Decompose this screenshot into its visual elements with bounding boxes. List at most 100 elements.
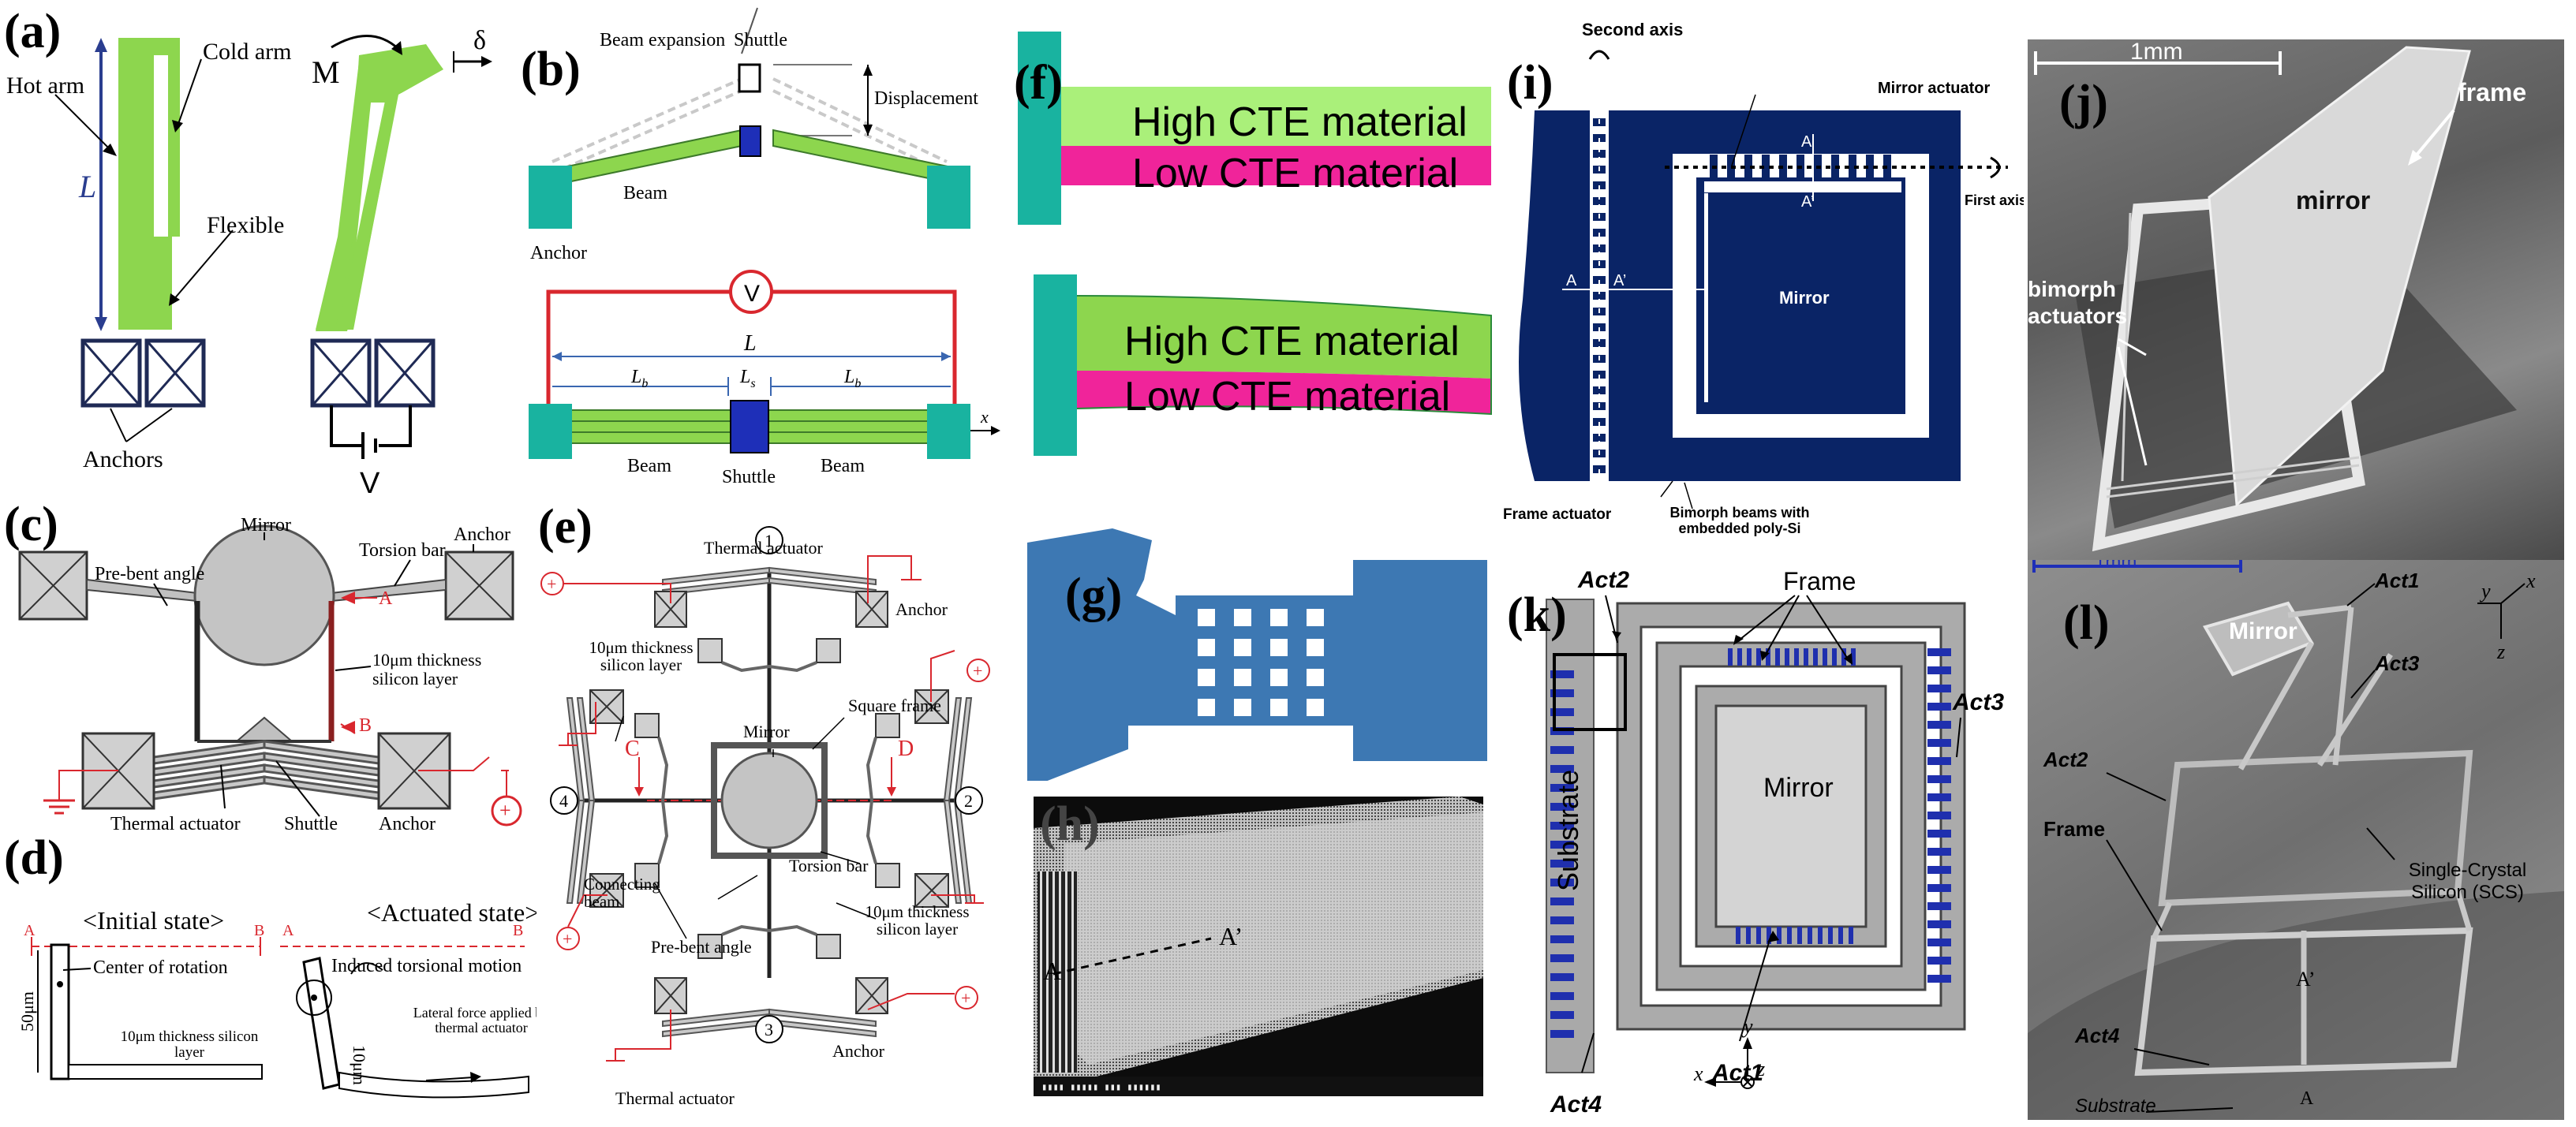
act1-stripe [1808, 927, 1812, 944]
panel-b-letter: (b) [521, 43, 581, 96]
bimorph-actuators-j [2106, 212, 2360, 498]
panel-j-photo: (j) 1mm frame mirror bimorph actuators [2028, 39, 2564, 560]
panel-l-photo: (l) 1mm Act1 Mirror Act3 Act2 Frame Sing… [2028, 560, 2564, 1120]
label-high-cte-2: High CTE material [1124, 319, 1460, 364]
act2-stripe [1737, 648, 1742, 666]
anchor-left [80, 338, 142, 408]
high-cte-layer-bent [1077, 296, 1491, 379]
label-mirror: Mirror [241, 515, 291, 536]
mirror-actuator-cell [1762, 155, 1770, 180]
label-plus: + [499, 799, 511, 822]
label-beam: Beam [623, 183, 667, 203]
label-second-axis: Second axis [1582, 20, 1683, 39]
act4-stripe [1550, 879, 1574, 886]
anchor-right-2 [374, 338, 436, 408]
panel-i-diagram: (i) Second axis Mirror actuator First ax… [1503, 20, 2024, 536]
act2-stripe [1775, 648, 1780, 666]
inner-anchors [634, 638, 900, 959]
anchor-left [18, 550, 88, 621]
left-block [1027, 528, 1176, 781]
label-thermal-actuator: Thermal actuator [110, 814, 241, 834]
label-shuttle: Shuttle [284, 814, 338, 834]
act3-stripe [1927, 812, 1951, 819]
label-low-cte: Low CTE material [1132, 151, 1458, 196]
circuit-wire [330, 405, 361, 447]
panel-a: (a) Cold arm Hot arm L Flexible Anchors … [0, 0, 505, 505]
label-initial-state: <Initial state> [83, 906, 224, 935]
label-anchor-top: Anchor [454, 524, 510, 545]
label-induced-motion: Induced torsional motion [331, 956, 522, 976]
label-ls: Ls [739, 367, 756, 390]
act3-stripe [1927, 902, 1951, 910]
grid-hole [1234, 609, 1251, 626]
high-cte-layer-flat [1061, 87, 1491, 146]
label-bimorph-j: bimorph actuators [2028, 277, 2128, 328]
panel-c-letter: (c) [4, 505, 58, 551]
label-silicon-layer: 10μm thickness silicon layer [372, 651, 482, 689]
label-beam-right: Beam [821, 456, 865, 476]
label-first-axis: First axis [1965, 192, 2024, 208]
act1-stripe [1787, 927, 1792, 944]
panel-e-diagram: (e) Thermal actuator Anchor 10μm thickne… [538, 505, 990, 1108]
act2-stripe [1823, 648, 1827, 666]
act3-stripe [1927, 757, 1951, 765]
act4-stripe [1550, 860, 1574, 868]
label-a-prime-left-i: A’ [1613, 272, 1626, 289]
panel-c-diagram: (c) Mirror Anchor Pre-bent angle Torsion… [4, 505, 522, 834]
label-lateral-force: Lateral force applied by thermal actuato… [413, 1006, 537, 1036]
act2-stripe [1832, 648, 1837, 666]
act2-stripe [1747, 648, 1752, 666]
label-length: L [78, 169, 96, 204]
panel-k: (k) Act2 Frame Act3 Substrate Mirror Act… [1503, 560, 2028, 1127]
label-lb-right: Lb [843, 367, 861, 390]
frame-actuator-cell [1593, 150, 1606, 158]
right-block [1353, 560, 1487, 761]
act1-stripe [1767, 927, 1771, 944]
act3-stripe [1927, 939, 1951, 946]
panel-f: (f) High CTE material Low CTE material H… [1002, 0, 1507, 489]
act3-stripe [1927, 975, 1951, 983]
act1-stripe [1756, 927, 1761, 944]
label-fifty-um: 50μm [17, 991, 37, 1032]
voltage-source [729, 270, 773, 314]
grid-hole [1198, 609, 1215, 626]
deformed-beam-ghost [551, 77, 948, 175]
initial-state-plate [50, 943, 70, 1080]
label-b-left: B [254, 922, 264, 939]
shuttle-displaced [738, 63, 761, 93]
act3-stripe [1927, 703, 1951, 711]
mirror-disc [193, 524, 335, 666]
beam-left-top [551, 129, 742, 187]
anchor-right [144, 338, 206, 408]
act1-stripe [1849, 927, 1853, 944]
act3-stripe [1927, 739, 1951, 747]
act3-stripe [1927, 866, 1951, 874]
act2-stripe [1785, 648, 1789, 666]
label-substrate: Substrate [1552, 770, 1584, 891]
ground-wire [58, 770, 118, 800]
act3-stripe [1927, 920, 1951, 928]
label-bimorph-i: Bimorph beams with embedded poly-Si [1669, 505, 1810, 536]
label-pre-bent-angle: Pre-bent angle [95, 564, 204, 584]
panel-e: (e) Thermal actuator Anchor 10μm thickne… [537, 505, 1002, 1127]
label-act3-l: Act3 [2374, 651, 2420, 675]
thermal-actuator-top [654, 566, 888, 628]
frame-actuator-cells [1593, 118, 1606, 473]
label-lb-left: Lb [630, 367, 648, 390]
shuttle-top [739, 125, 761, 157]
l-leaders [2106, 583, 2395, 1113]
label-anchor-bottom: Anchor [379, 814, 436, 834]
act4-stripe [1550, 708, 1574, 716]
panel-h-sem: ▮▮▮▮ ▮▮▮▮▮ ▮▮▮ ▮▮▮▮▮▮ (h) A A’ [1034, 797, 1483, 1096]
switch-wire [418, 756, 490, 771]
mirror-actuator-cell [1849, 155, 1856, 180]
label-anchor-bottom-e: Anchor [832, 1041, 885, 1061]
label-act1-l: Act1 [2374, 569, 2419, 592]
act4-stripe [1550, 841, 1574, 849]
thermal-actuator [152, 740, 380, 800]
frame-actuator-cell [1593, 339, 1606, 347]
label-b-mark: B [359, 715, 372, 736]
act3-stripe [1927, 957, 1951, 965]
label-z-axis-l: z [2496, 640, 2505, 663]
act4-stripe [1550, 822, 1574, 830]
